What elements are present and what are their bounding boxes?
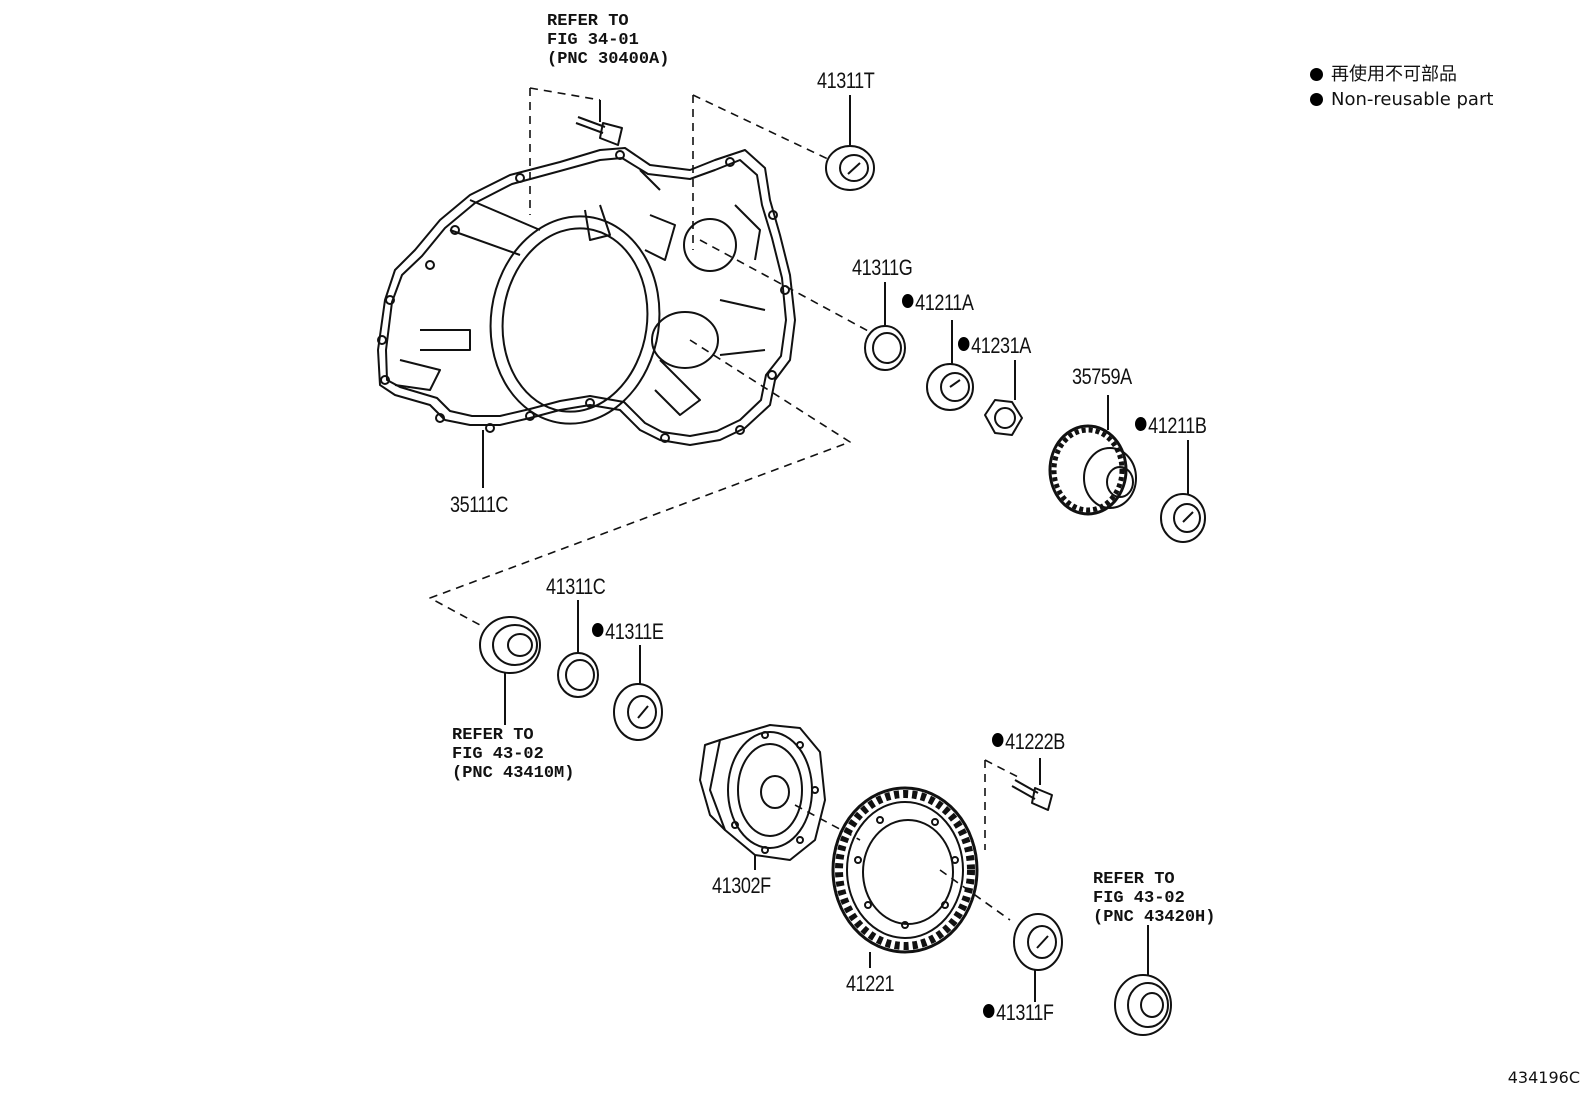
part-label-41211B[interactable]: 41211B [1135, 413, 1207, 439]
nut-41231A [984, 360, 1023, 436]
non-reusable-dot-icon [1310, 68, 1323, 81]
legend: 再使用不可部品 Non-reusable part [1310, 62, 1493, 112]
ring-gear-41221 [831, 786, 979, 968]
bearing-ref-43420H [1114, 925, 1172, 1036]
non-reusable-dot-icon [1310, 93, 1323, 106]
bearing-41311F [1013, 913, 1063, 1002]
part-label-41222B[interactable]: 41222B [992, 729, 1065, 755]
dashed-leaders [429, 87, 1021, 921]
shim-41311G [864, 282, 906, 371]
legend-text-en: Non-reusable part [1331, 89, 1494, 110]
part-number: 41211B [1148, 413, 1207, 438]
ref-note-left: REFER TO FIG 43-02 (PNC 43410M) [452, 726, 575, 783]
part-label-35759A[interactable]: 35759A [1072, 364, 1132, 389]
bearing-41311E [613, 645, 663, 741]
part-label-41231A[interactable]: 41231A [958, 333, 1031, 359]
bolt-41222B [1011, 758, 1053, 811]
figure-number: 434196C [1507, 1068, 1580, 1087]
non-reusable-dot-icon [1135, 417, 1147, 431]
bearing-41211B [1160, 440, 1206, 543]
bearing-ref-43410M [479, 616, 541, 725]
ref-note-right: REFER TO FIG 43-02 (PNC 43420H) [1093, 870, 1216, 927]
part-number: 41222B [1005, 729, 1065, 754]
non-reusable-dot-icon [958, 337, 970, 351]
housing-bolt [575, 100, 623, 146]
part-label-41311E[interactable]: 41311E [592, 619, 664, 645]
legend-row-en: Non-reusable part [1310, 87, 1493, 112]
part-label-35111C[interactable]: 35111C [450, 492, 509, 517]
part-number: 41311E [605, 619, 664, 644]
oil-seal-41311T [825, 95, 875, 191]
part-number: 41311F [996, 1000, 1054, 1025]
part-label-41311F[interactable]: 41311F [983, 1000, 1054, 1026]
part-number: 41231A [971, 333, 1031, 358]
part-label-41211A[interactable]: 41211A [902, 290, 974, 316]
part-label-41221[interactable]: 41221 [846, 971, 895, 996]
part-label-41311T[interactable]: 41311T [817, 68, 875, 93]
non-reusable-dot-icon [983, 1004, 995, 1018]
legend-row-jp: 再使用不可部品 [1310, 62, 1493, 87]
non-reusable-dot-icon [902, 294, 914, 308]
non-reusable-dot-icon [992, 733, 1004, 747]
diff-case-41302F [699, 724, 826, 870]
part-label-41302F[interactable]: 41302F [712, 873, 771, 898]
ref-note-top: REFER TO FIG 34-01 (PNC 30400A) [547, 12, 670, 69]
gear-35759A [1048, 395, 1137, 516]
part-label-41311G[interactable]: 41311G [852, 255, 913, 280]
shim-41311C [557, 600, 599, 698]
legend-text-jp: 再使用不可部品 [1331, 64, 1457, 85]
part-label-41311C[interactable]: 41311C [546, 574, 606, 599]
transaxle-housing-35111C [377, 147, 796, 488]
bearing-41211A [926, 320, 974, 411]
part-number: 41211A [915, 290, 974, 315]
non-reusable-dot-icon [592, 623, 604, 637]
